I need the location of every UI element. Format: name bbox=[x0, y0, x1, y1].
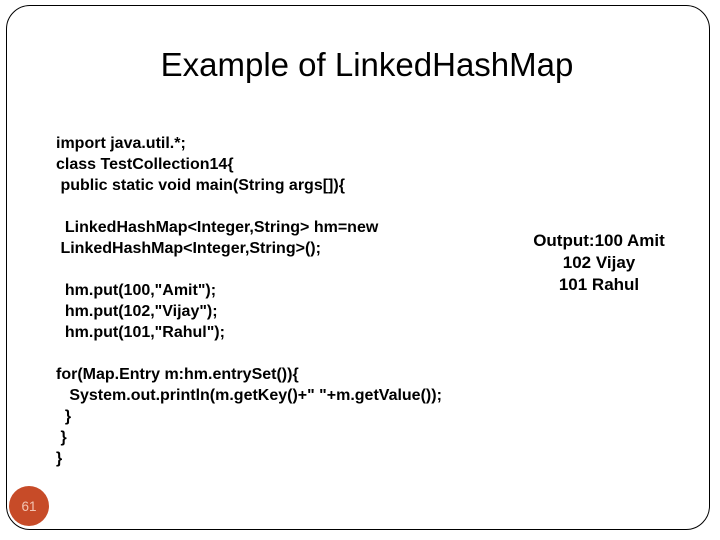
program-output-block: Output:100 Amit 102 Vijay 101 Rahul bbox=[533, 231, 665, 294]
slide-border bbox=[6, 5, 710, 530]
page-number-badge: 61 bbox=[9, 486, 49, 526]
java-code-block: import java.util.*; class TestCollection… bbox=[56, 135, 442, 467]
page-number: 61 bbox=[21, 498, 37, 514]
slide-title: Example of LinkedHashMap bbox=[160, 46, 574, 83]
